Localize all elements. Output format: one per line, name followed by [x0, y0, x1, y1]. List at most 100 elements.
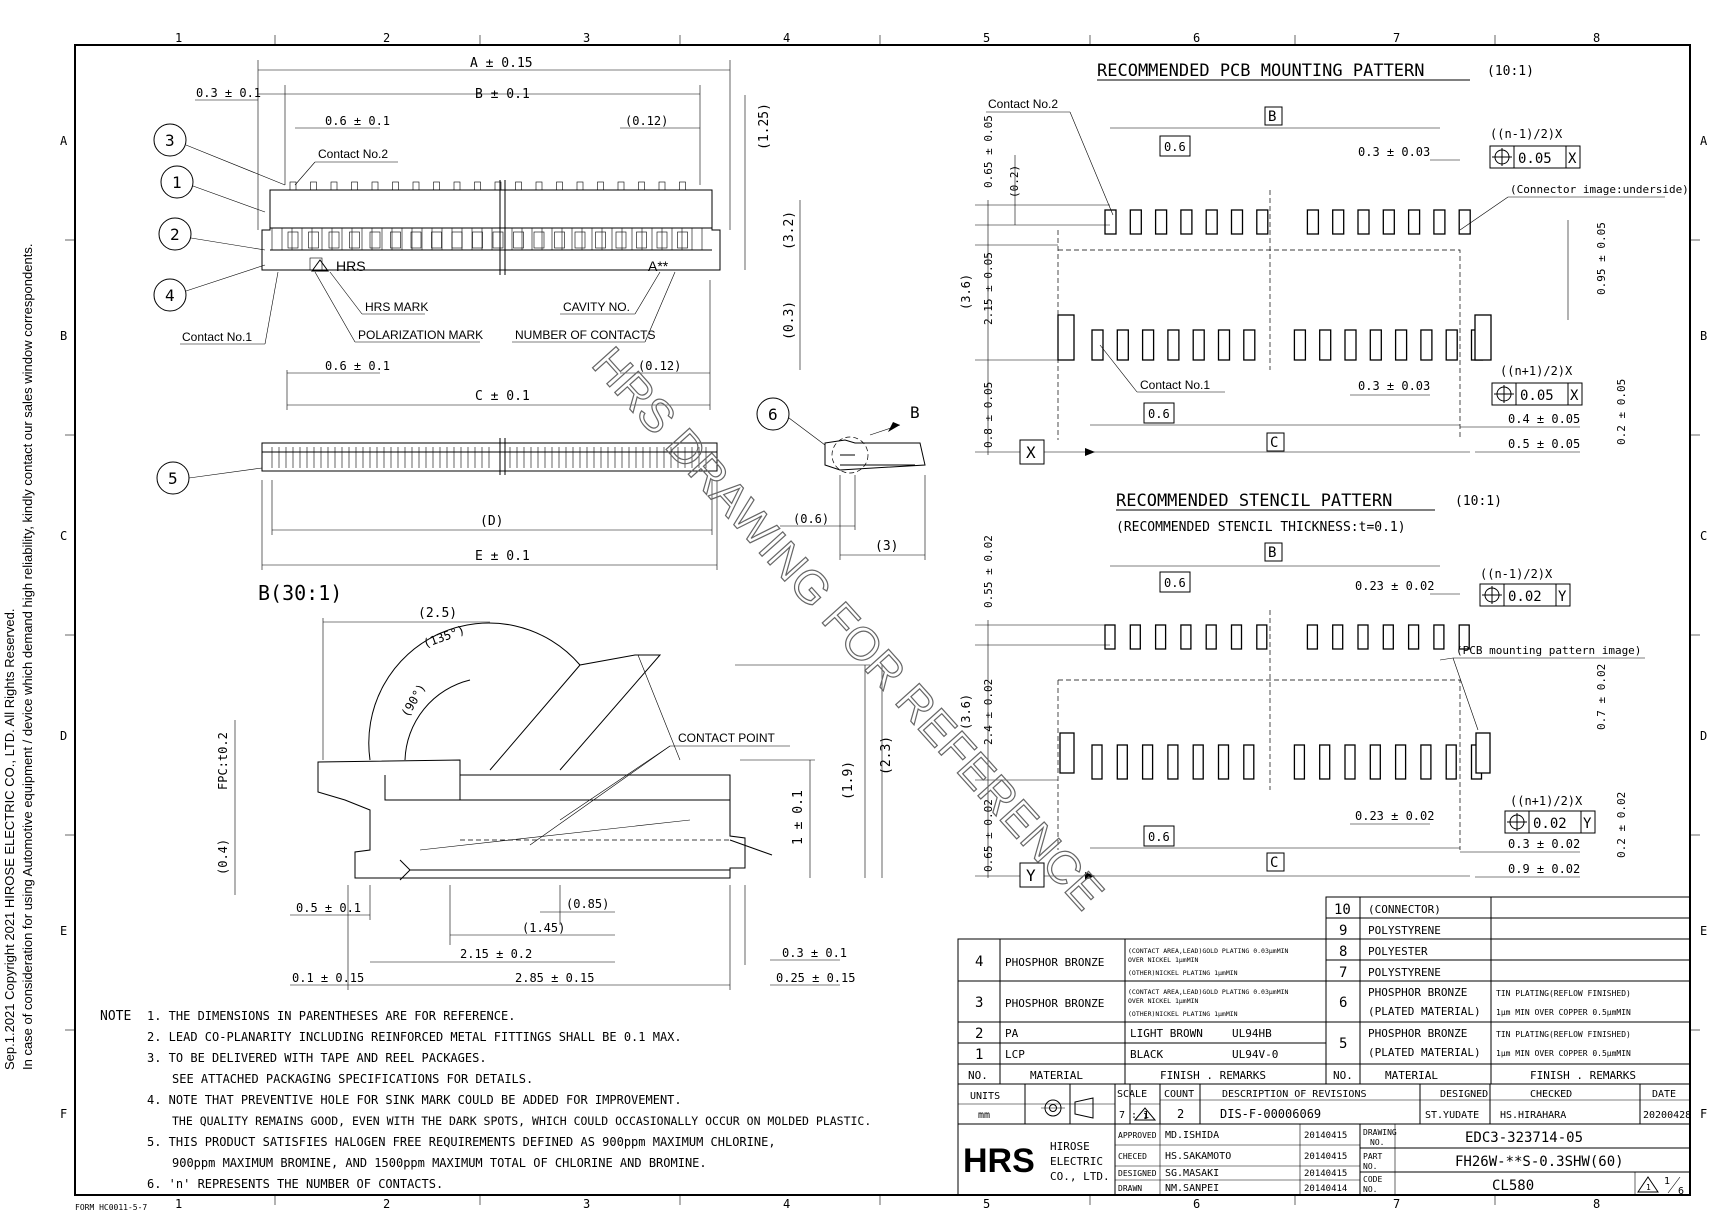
dim-0-12: (0.12): [625, 114, 668, 128]
hrs-marking: HRS: [336, 258, 366, 274]
bom-mat-8: POLYESTER: [1368, 945, 1428, 958]
stencil-pad-top: [1458, 624, 1470, 650]
label-hrs-mark: HRS MARK: [365, 300, 428, 314]
grid-row-label: D: [1700, 729, 1707, 743]
pcb-v-0-95: 0.95 ± 0.05: [1595, 222, 1608, 295]
pcb-v-0-8: 0.8 ± 0.05: [982, 382, 995, 448]
hrs-logo: HRS: [963, 1142, 1035, 1180]
tb-code-no: CL580: [1492, 1178, 1534, 1194]
front-view: A ± 0.15 B ± 0.1 0.3 ± 0.1 0.6 ± 0.1 (0.…: [153, 56, 801, 410]
contact-slot: [533, 231, 545, 249]
stencil-pad-top: [1433, 624, 1445, 650]
dim-2-3: (2.3): [879, 736, 894, 775]
pcb-pad-top: [1129, 209, 1142, 235]
dim-0-1: 0.1 ± 0.15: [292, 971, 364, 985]
tb-code-no-l2: NO.: [1363, 1185, 1377, 1194]
pcb-pad-bottom: [1394, 329, 1408, 361]
stencil-ref-c: C: [1270, 855, 1278, 871]
dim-135: (135°): [421, 623, 467, 651]
note-4: 4. NOTE THAT PREVENTIVE HOLE FOR SINK MA…: [147, 1093, 682, 1107]
bom-table: 10 (CONNECTOR) 9 POLYSTYRENE 8 POLYESTER…: [957, 896, 1691, 1085]
dim-1-45: (1.45): [522, 921, 565, 935]
pcb-pad-bottom: [1091, 329, 1104, 361]
bom-fin-2r: UL94HB: [1232, 1027, 1272, 1040]
stencil-pad-bottom: [1243, 744, 1255, 780]
dim-d: (D): [480, 514, 503, 529]
bom-no-1: 1: [975, 1047, 983, 1063]
bom-fin-2: LIGHT BROWN: [1130, 1027, 1203, 1040]
rev-triangle-icon-2: [1637, 1176, 1659, 1193]
note-6: 6. 'n' REPRESENTS THE NUMBER OF CONTACTS…: [147, 1177, 443, 1191]
dim-0-3-b: 0.3 ± 0.1: [782, 946, 847, 960]
bom-mat-4: PHOSPHOR BRONZE: [1005, 956, 1104, 969]
dim-0-25: 0.25 ± 0.15: [776, 971, 855, 985]
pcb-pad-bottom: [1293, 329, 1307, 361]
dim-1-25: (1.25): [757, 103, 772, 150]
stencil-pitch-0-6: 0.6: [1164, 576, 1186, 590]
pcb-datum-x: X: [1026, 443, 1036, 462]
contact-slot: [595, 231, 606, 249]
bom-no-2: 2: [975, 1026, 983, 1042]
bom-no-3: 3: [975, 995, 983, 1011]
grid-row-label: C: [60, 529, 67, 543]
stencil-bottom-pads: [1091, 744, 1483, 780]
dim-c: C ± 0.1: [475, 389, 530, 404]
watermark: HRS DRAWING FOR REFERENCE: [582, 336, 1115, 920]
stencil-pad-bottom: [1319, 744, 1331, 780]
note-5b: 900ppm MAXIMUM BROMINE, AND 1500ppm MAXI…: [172, 1156, 707, 1170]
contact-tooth: [289, 181, 297, 191]
label-number-of-contacts: NUMBER OF CONTACTS: [515, 328, 655, 342]
contact-tooth: [638, 181, 645, 191]
grid-col-label: 2: [383, 31, 390, 45]
bom-no-7: 7: [1339, 965, 1347, 981]
bom-mat-10: (CONNECTOR): [1368, 903, 1441, 916]
stencil-pad-bottom: [1293, 744, 1306, 780]
stencil-scale: (10:1): [1455, 494, 1502, 509]
grid-col-label: 1: [175, 31, 182, 45]
stencil-tol-bot-n: ((n+1)/2)X: [1510, 794, 1583, 808]
bom-header-no: NO.: [968, 1069, 988, 1082]
note-2: 2. LEAD CO-PLANARITY INCLUDING REINFORCE…: [147, 1030, 682, 1044]
tb-company-3: CO., LTD.: [1050, 1170, 1110, 1183]
pcb-pad-top: [1205, 209, 1218, 235]
stencil-tol-top-ref: Y: [1558, 589, 1567, 605]
stencil-pad-bottom: [1141, 744, 1154, 780]
dim-0-85: (0.85): [566, 897, 609, 911]
dim-e: E ± 0.1: [475, 549, 530, 564]
stencil-pitch-0-6-b: 0.6: [1148, 830, 1170, 844]
bom-mat-6: PHOSPHOR BRONZE: [1368, 986, 1467, 999]
contact-slot: [431, 231, 442, 249]
pcb-pad-bottom: [1319, 329, 1332, 361]
tb-designed2: DESIGNED: [1118, 1169, 1157, 1178]
contact-slot: [390, 231, 401, 249]
contact-tooth: [556, 181, 563, 191]
contact-slot: [677, 231, 688, 249]
grid-col-label: 6: [1193, 31, 1200, 45]
bom-fin-3b: OVER NICKEL 1μmMIN: [1128, 997, 1199, 1005]
contact-tooth: [515, 181, 522, 191]
bom-no-6: 6: [1339, 995, 1347, 1011]
contact-tooth: [433, 181, 440, 191]
stencil-pad-bottom: [1420, 744, 1432, 780]
grid-row-label: A: [1700, 134, 1708, 148]
stencil-ref-b: B: [1268, 545, 1276, 561]
dim-b: B ± 0.1: [475, 87, 530, 102]
pcb-title: RECOMMENDED PCB MOUNTING PATTERN: [1097, 61, 1425, 81]
stencil-pad-bottom: [1445, 744, 1457, 780]
dim-0-5: 0.5 ± 0.1: [296, 901, 361, 915]
pcb-pad-bottom: [1344, 329, 1357, 361]
contact-slot: [513, 231, 524, 249]
bom-header-finish: FINISH . REMARKS: [1160, 1069, 1266, 1082]
note-4b: THE QUALITY REMAINS GOOD, EVEN WITH THE …: [172, 1114, 871, 1128]
stencil-pad-top: [1407, 624, 1420, 650]
bom-header-material: MATERIAL: [1030, 1069, 1083, 1082]
pcb-pad-top: [1433, 209, 1446, 235]
stencil-pad-bottom: [1192, 744, 1204, 780]
callout-6: 6: [768, 405, 778, 424]
pcb-bottom-pads: [1091, 329, 1484, 361]
notes-block: NOTE 1. THE DIMENSIONS IN PARENTHESES AR…: [100, 1009, 871, 1191]
dim-0-3-v: (0.3): [782, 301, 797, 340]
contact-slot: [308, 231, 319, 249]
stencil-pad-top: [1332, 624, 1344, 650]
